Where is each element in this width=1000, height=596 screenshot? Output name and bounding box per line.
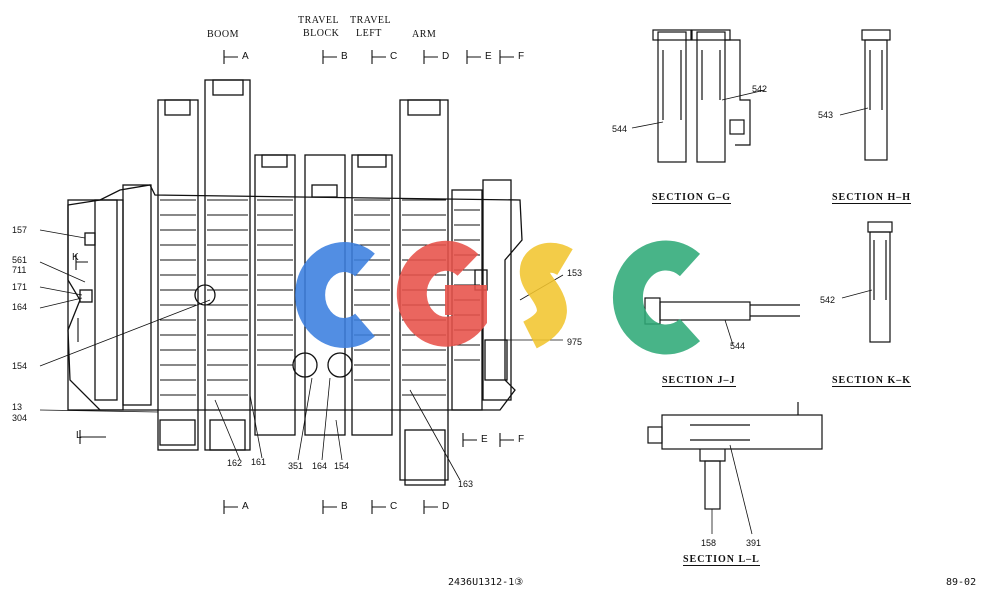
part-163: 163: [458, 479, 474, 489]
header-travel-block-bottom: BLOCK: [303, 28, 340, 39]
cut-e-bottom: E: [481, 434, 488, 445]
part-304: 304: [12, 413, 28, 423]
part-154-bottom: 154: [334, 461, 350, 471]
watermark-c2: [612, 240, 701, 355]
header-travel-left-bottom: LEFT: [356, 28, 382, 39]
part-542-g: 542: [752, 84, 768, 94]
cut-c-top: C: [390, 51, 398, 62]
cut-c-bottom: C: [390, 501, 398, 512]
header-travel-left-top: TRAVEL: [350, 15, 392, 26]
watermark: [295, 240, 701, 355]
part-544-j: 544: [730, 341, 746, 351]
part-391: 391: [746, 538, 762, 548]
section-g-title: SECTION G–G: [652, 192, 732, 204]
part-543: 543: [818, 110, 834, 120]
part-153: 153: [567, 268, 583, 278]
header-arm: ARM: [412, 29, 437, 40]
spool-2: [122, 184, 152, 406]
part-164-left: 164: [12, 302, 28, 312]
part-158: 158: [701, 538, 717, 548]
part-351: 351: [288, 461, 304, 471]
cut-d-bottom: D: [442, 501, 450, 512]
section-h-title: SECTION H–H: [832, 192, 912, 204]
section-g-detail: [631, 29, 766, 163]
part-13: 13: [12, 402, 23, 412]
watermark-s: [519, 242, 573, 349]
spool-7: [351, 154, 393, 436]
header-boom: BOOM: [207, 29, 240, 40]
part-975: 975: [567, 337, 583, 347]
part-161: 161: [251, 457, 267, 467]
part-711: 711: [12, 265, 27, 275]
section-h-detail: [839, 29, 891, 161]
part-164-bottom: 164: [312, 461, 328, 471]
cut-f-top: F: [518, 51, 525, 62]
cut-d-top: D: [442, 51, 450, 62]
part-162: 162: [227, 458, 243, 468]
drawing-number: 2436U1312-1③: [448, 577, 524, 588]
valve-body-outline: [67, 184, 523, 411]
page-number: 89-02: [946, 577, 977, 588]
watermark-c1: [295, 242, 375, 348]
part-561: 561: [12, 255, 28, 265]
section-l-title: SECTION L–L: [683, 554, 760, 566]
header-travel-block-top: TRAVEL: [298, 15, 340, 26]
watermark-g: [396, 240, 487, 347]
cut-a-bottom: A: [242, 501, 249, 512]
section-k-title: SECTION K–K: [832, 375, 912, 387]
section-k-detail: [841, 221, 893, 343]
cut-b-bottom: B: [341, 501, 348, 512]
cut-a-top: A: [242, 51, 249, 62]
section-j-title: SECTION J–J: [662, 375, 736, 387]
cut-l: L: [76, 430, 82, 441]
cut-e-top: E: [485, 51, 492, 62]
section-l-detail: [647, 402, 823, 535]
part-544-g: 544: [612, 124, 628, 134]
spool-1: [94, 199, 118, 401]
cut-b-top: B: [341, 51, 348, 62]
part-157: 157: [12, 225, 28, 235]
part-542-h: 542: [820, 295, 836, 305]
part-154-left: 154: [12, 361, 28, 371]
part-171: 171: [12, 282, 28, 292]
cut-f-bottom: F: [518, 434, 525, 445]
cut-k: K: [72, 252, 79, 263]
